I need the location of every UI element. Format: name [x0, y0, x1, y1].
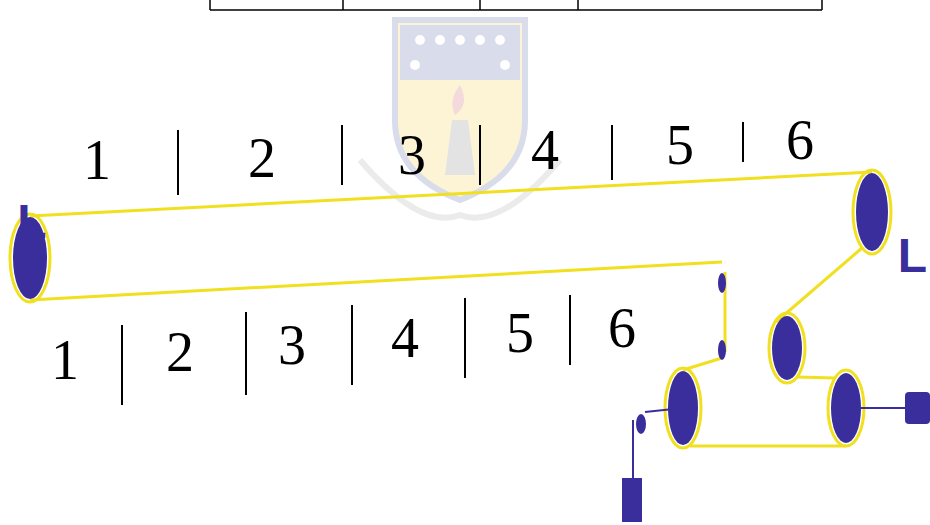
section-number: 2 [166, 324, 194, 380]
length-label: L [898, 232, 927, 280]
section-divider [122, 122, 743, 405]
section-number: 3 [398, 127, 426, 183]
section-number: 4 [391, 310, 419, 366]
section-number: 6 [786, 112, 814, 168]
section-number: 6 [608, 300, 636, 356]
roller [13, 173, 888, 445]
length-label: L [17, 198, 46, 246]
section-number: 2 [248, 130, 276, 186]
section-number: 1 [51, 332, 79, 388]
section-number: 1 [83, 132, 111, 188]
counterweight [622, 392, 930, 522]
section-number: 4 [531, 122, 559, 178]
weight-cable [633, 408, 905, 480]
table-edge [210, 0, 822, 10]
section-number: 3 [278, 317, 306, 373]
section-number: 5 [506, 305, 534, 361]
section-number: 5 [666, 117, 694, 173]
conveyor-belt [10, 170, 891, 448]
watermark-shield [360, 20, 560, 218]
